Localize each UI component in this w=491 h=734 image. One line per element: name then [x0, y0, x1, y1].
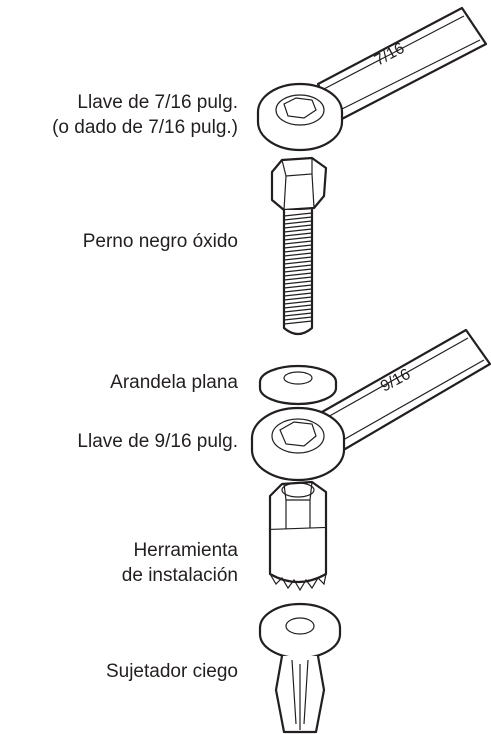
thread-line — [283, 240, 313, 245]
thread-line — [283, 220, 313, 225]
thread-line — [283, 216, 313, 221]
thread-line — [283, 304, 313, 309]
thread-line — [283, 296, 313, 301]
washer-illustration — [258, 364, 338, 406]
thread-line — [283, 264, 313, 269]
thread-line — [283, 244, 313, 249]
bolt-illustration — [270, 156, 328, 336]
thread-line — [283, 228, 313, 233]
thread-line — [283, 316, 313, 321]
thread-line — [283, 292, 313, 297]
thread-line — [283, 236, 313, 241]
thread-line — [283, 268, 313, 273]
thread-line — [283, 276, 313, 281]
install-tool-label-line2: de instalación — [121, 565, 238, 586]
install-tool-label: Herramienta de instalación — [122, 538, 238, 588]
wrench-716-label-line2: (o dado de 7/16 pulg.) — [52, 117, 238, 138]
install-tool-illustration — [268, 480, 328, 592]
thread-line — [283, 300, 313, 305]
bolt-threads — [283, 212, 313, 325]
thread-line — [283, 252, 313, 257]
bolt-label: Perno negro óxido — [82, 231, 238, 252]
thread-line — [283, 260, 313, 265]
wrench-916-label: Llave de 9/16 pulg. — [77, 431, 238, 452]
install-tool-label-line1: Herramienta — [133, 540, 238, 561]
thread-line — [283, 272, 313, 277]
thread-line — [283, 280, 313, 285]
thread-line — [283, 248, 313, 253]
blind-fastener-illustration — [258, 602, 342, 734]
wrench-916-illustration: 9/16 — [250, 328, 491, 482]
thread-line — [283, 232, 313, 237]
wrench-716-label-line1: Llave de 7/16 pulg. — [77, 92, 238, 113]
washer-label: Arandela plana — [110, 372, 238, 393]
thread-line — [283, 212, 313, 217]
wrench-716-label: Llave de 7/16 pulg. (o dado de 7/16 pulg… — [52, 90, 238, 140]
wrench-716-illustration: 7/16 — [256, 6, 488, 152]
thread-line — [283, 288, 313, 293]
blind-fastener-label: Sujetador ciego — [105, 661, 238, 682]
thread-line — [283, 312, 313, 317]
thread-line — [283, 308, 313, 313]
thread-line — [283, 256, 313, 261]
thread-line — [283, 284, 313, 289]
thread-line — [283, 320, 313, 325]
thread-line — [283, 224, 313, 229]
